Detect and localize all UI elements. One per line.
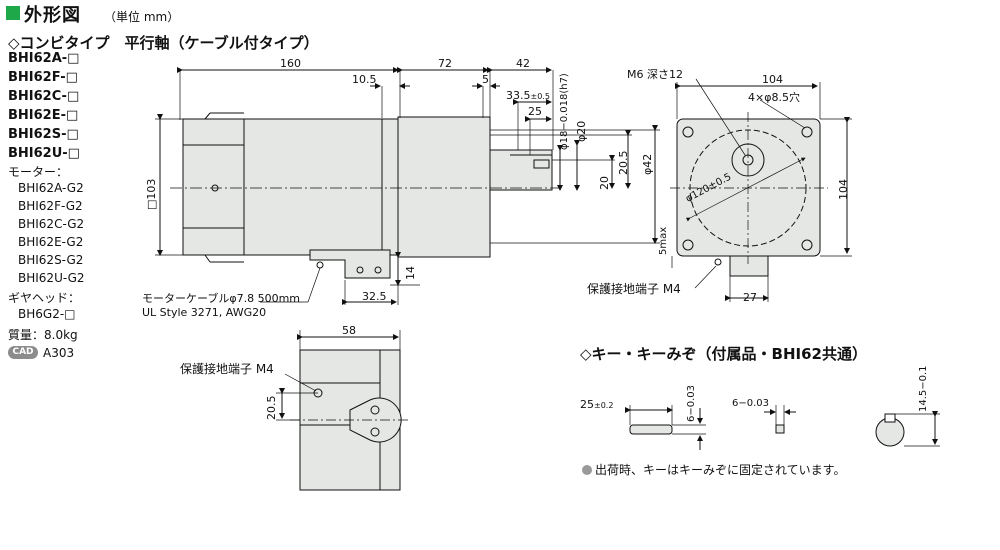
dim-label: 20 — [598, 176, 611, 190]
model-name: BHI62A-□ — [8, 51, 80, 66]
dim-label: 25±0.2 — [580, 398, 614, 411]
dim-label: 42 — [516, 57, 530, 70]
dim-label: 160 — [280, 57, 301, 70]
dim-label: 27 — [743, 291, 757, 304]
model-name: BHI62E-□ — [8, 108, 79, 123]
motor-model: BHI62A-G2 — [18, 181, 84, 195]
motor-label: モーター： — [8, 165, 69, 179]
dim-label: 20.5 — [265, 395, 278, 421]
gearhead-model: BH6G2-□ — [18, 307, 76, 321]
model-name: BHI62U-□ — [8, 146, 80, 161]
model-name: BHI62F-□ — [8, 70, 78, 85]
dim-label: 6−0.03 — [686, 384, 697, 422]
model-name: BHI62S-□ — [8, 127, 79, 142]
page-title: 外形図 — [24, 5, 81, 26]
dim-label: 5 — [482, 73, 489, 86]
dim-label: □103 — [145, 178, 158, 210]
dim-label: 14 — [404, 266, 417, 280]
dim-label: 4×φ8.5穴 — [748, 91, 800, 104]
cable-spec: UL Style 3271, AWG20 — [142, 306, 267, 319]
cable-label: モーターケーブルφ7.8 500mm — [142, 292, 301, 305]
key-note: 出荷時、キーはキーみぞに固定されています。 — [582, 461, 845, 478]
bullet-icon — [582, 465, 592, 475]
key-section-heading: ◇キー・キーみぞ（付属品・BHI62共通） — [580, 345, 867, 363]
dim-label: 104 — [762, 73, 783, 86]
title-marker — [6, 6, 20, 20]
dim-label: φ20 — [575, 120, 588, 142]
dim-label: 6−0.03 — [732, 398, 770, 409]
dim-label: 20.5 — [617, 150, 630, 176]
bottom-view-drawing — [290, 349, 410, 491]
motor-model: BHI62F-G2 — [18, 199, 83, 213]
dim-label: M6 深さ12 — [627, 68, 683, 81]
dim-label: φ18−0.018(h7) — [559, 73, 570, 150]
dim-label: 33.5±0.5 — [506, 89, 550, 102]
motor-model: BHI62U-G2 — [18, 271, 85, 285]
unit-label: （単位 mm） — [104, 10, 180, 24]
gearhead-label: ギヤヘッド： — [8, 291, 81, 305]
motor-model: BHI62S-G2 — [18, 253, 84, 267]
motor-model: BHI62E-G2 — [18, 235, 84, 249]
dim-label: 5max — [658, 226, 669, 255]
side-view-drawing — [170, 112, 560, 279]
dim-label: 25 — [528, 105, 542, 118]
dim-label: 58 — [342, 324, 356, 337]
dim-label: 104 — [837, 179, 850, 200]
dim-label: 14.5−0.1 — [918, 365, 929, 412]
mass-value: 質量：8.0kg — [8, 328, 78, 342]
motor-model: BHI62C-G2 — [18, 217, 85, 231]
dim-label: 32.5 — [362, 290, 387, 303]
cad-code: A303 — [43, 346, 75, 360]
dim-label: 10.5 — [352, 73, 377, 86]
model-name: BHI62C-□ — [8, 89, 80, 104]
section-subtitle: ◇コンビタイプ 平行軸（ケーブル付タイプ） — [8, 34, 319, 52]
cad-badge: CAD — [8, 346, 38, 359]
ground-terminal-label: 保護接地端子 M4 — [587, 282, 681, 296]
key-drawing — [629, 413, 905, 447]
dim-label: φ42 — [641, 153, 654, 175]
dim-label: 72 — [438, 57, 452, 70]
ground-terminal-label: 保護接地端子 M4 — [180, 362, 274, 376]
